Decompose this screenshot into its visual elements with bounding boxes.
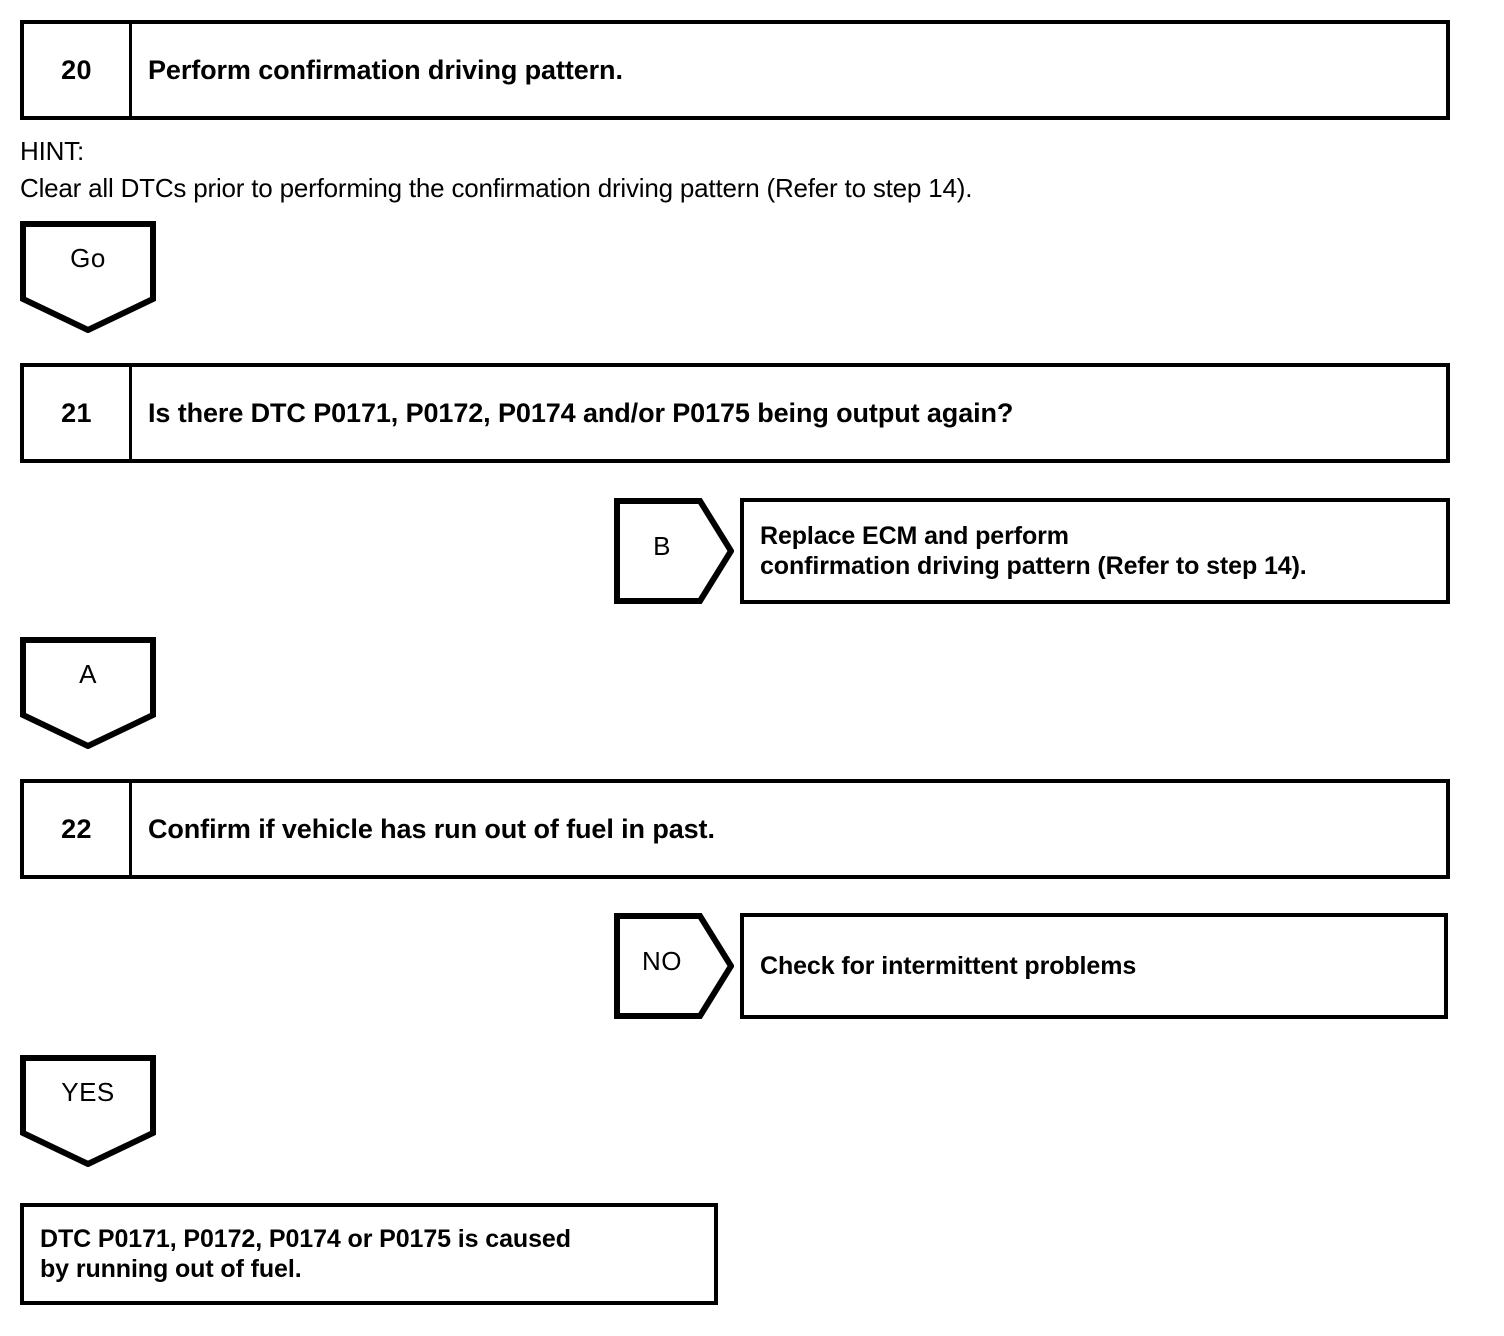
- connector-no-label: NO: [642, 946, 682, 976]
- step-text-21: Is there DTC P0171, P0172, P0174 and/or …: [148, 397, 1014, 428]
- connector-go: Go: [20, 221, 156, 333]
- step-number-22: 22: [24, 783, 132, 875]
- step-number-20: 20: [24, 24, 132, 116]
- result-text-out-of-fuel: DTC P0171, P0172, P0174 or P0175 is caus…: [40, 1224, 571, 1284]
- step-box-20: 20 Perform confirmation driving pattern.: [20, 20, 1450, 120]
- step-number-21: 21: [24, 367, 132, 459]
- step-box-22: 22 Confirm if vehicle has run out of fue…: [20, 779, 1450, 879]
- connector-a: A: [20, 637, 156, 749]
- connector-b: B: [614, 498, 734, 604]
- result-box-intermittent: Check for intermittent problems: [740, 913, 1448, 1019]
- hint-body: Clear all DTCs prior to performing the c…: [20, 172, 973, 203]
- step-text-22: Confirm if vehicle has run out of fuel i…: [148, 813, 715, 844]
- connector-yes: YES: [20, 1055, 156, 1167]
- connector-go-label: Go: [70, 243, 106, 273]
- connector-no: NO: [614, 913, 734, 1019]
- result-text-replace-ecm: Replace ECM and perform confirmation dri…: [760, 521, 1307, 581]
- hint-block: HINT: Clear all DTCs prior to performing…: [20, 133, 972, 207]
- result-text-intermittent: Check for intermittent problems: [760, 951, 1137, 980]
- connector-b-label: B: [653, 531, 671, 561]
- connector-a-label: A: [79, 659, 97, 689]
- step-text-20: Perform confirmation driving pattern.: [148, 54, 623, 85]
- connector-yes-label: YES: [61, 1077, 115, 1107]
- result-box-replace-ecm: Replace ECM and perform confirmation dri…: [740, 498, 1450, 604]
- result-box-out-of-fuel: DTC P0171, P0172, P0174 or P0175 is caus…: [20, 1203, 718, 1305]
- hint-title: HINT:: [20, 136, 85, 166]
- step-box-21: 21 Is there DTC P0171, P0172, P0174 and/…: [20, 363, 1450, 463]
